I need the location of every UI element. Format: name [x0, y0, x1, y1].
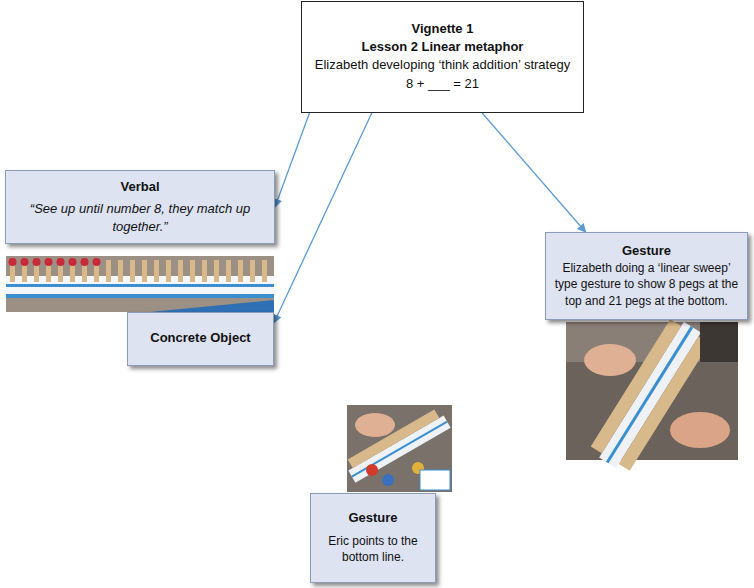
peg-row [348, 409, 440, 468]
photo-ground [6, 256, 274, 312]
number-strip [599, 322, 701, 468]
gesture-box: GestureElizabeth doing a ‘linear sweep’ … [545, 232, 748, 320]
peg [178, 260, 183, 282]
vignette-box: Vignette 1Lesson 2 Linear metaphorElizab… [301, 1, 584, 113]
peg [130, 260, 135, 282]
box-heading: Gesture [552, 242, 741, 260]
strip-line [6, 284, 274, 287]
strip-line [6, 294, 274, 298]
box-text: “See up until number 8, they match up to… [12, 200, 268, 235]
box-text: Elizabeth developing ‘think addition’ st… [310, 56, 575, 74]
peg [214, 260, 219, 282]
peg [202, 260, 207, 282]
box-heading: Gesture [317, 509, 429, 527]
peg-top [93, 258, 101, 266]
box-heading: Concrete Object [134, 329, 267, 347]
counter [382, 474, 394, 486]
verbal-box: Verbal “See up until number 8, they match… [5, 170, 275, 244]
gesture-box: GestureEric points to the bottom line. [310, 493, 436, 583]
photo-ground [347, 405, 452, 492]
box-text: Eric points to the bottom line. [317, 533, 429, 565]
hand [670, 412, 730, 448]
box-text: Elizabeth doing a ‘linear sweep’ type ge… [552, 260, 741, 309]
arrow-connector [274, 113, 372, 323]
box-text: Lesson 2 Linear metaphor [310, 38, 575, 56]
red-peg-tops [9, 258, 101, 266]
peg-top [9, 258, 17, 266]
peg [118, 260, 123, 282]
peg [250, 260, 255, 282]
peg [238, 260, 243, 282]
peg [262, 260, 267, 282]
peg-top [81, 258, 89, 266]
peg [166, 260, 171, 282]
arrow-connector [482, 113, 585, 232]
peg-top [69, 258, 77, 266]
gesture-photo-right [566, 315, 738, 475]
peg [226, 260, 231, 282]
peg-top [21, 258, 29, 266]
concrete-object-box: Concrete Object [127, 312, 274, 366]
number-card [420, 470, 450, 490]
peg-top [33, 258, 41, 266]
peg [190, 260, 195, 282]
blue-shape [150, 300, 274, 312]
box-text: 8 + ___ = 21 [310, 75, 575, 93]
gesture-photo-bottom [343, 405, 452, 492]
counter [366, 464, 378, 476]
arrow-connector [275, 113, 309, 207]
peg [142, 260, 147, 282]
peg-top [57, 258, 65, 266]
peg-top [45, 258, 53, 266]
hand [355, 413, 395, 437]
sleeve [700, 322, 738, 362]
box-heading: Vignette 1 [310, 20, 575, 38]
hand [584, 344, 636, 376]
box-heading: Verbal [12, 178, 268, 196]
peg [154, 260, 159, 282]
peg-strip [588, 315, 712, 475]
peg-strip-photo [6, 256, 274, 312]
peg [106, 260, 111, 282]
